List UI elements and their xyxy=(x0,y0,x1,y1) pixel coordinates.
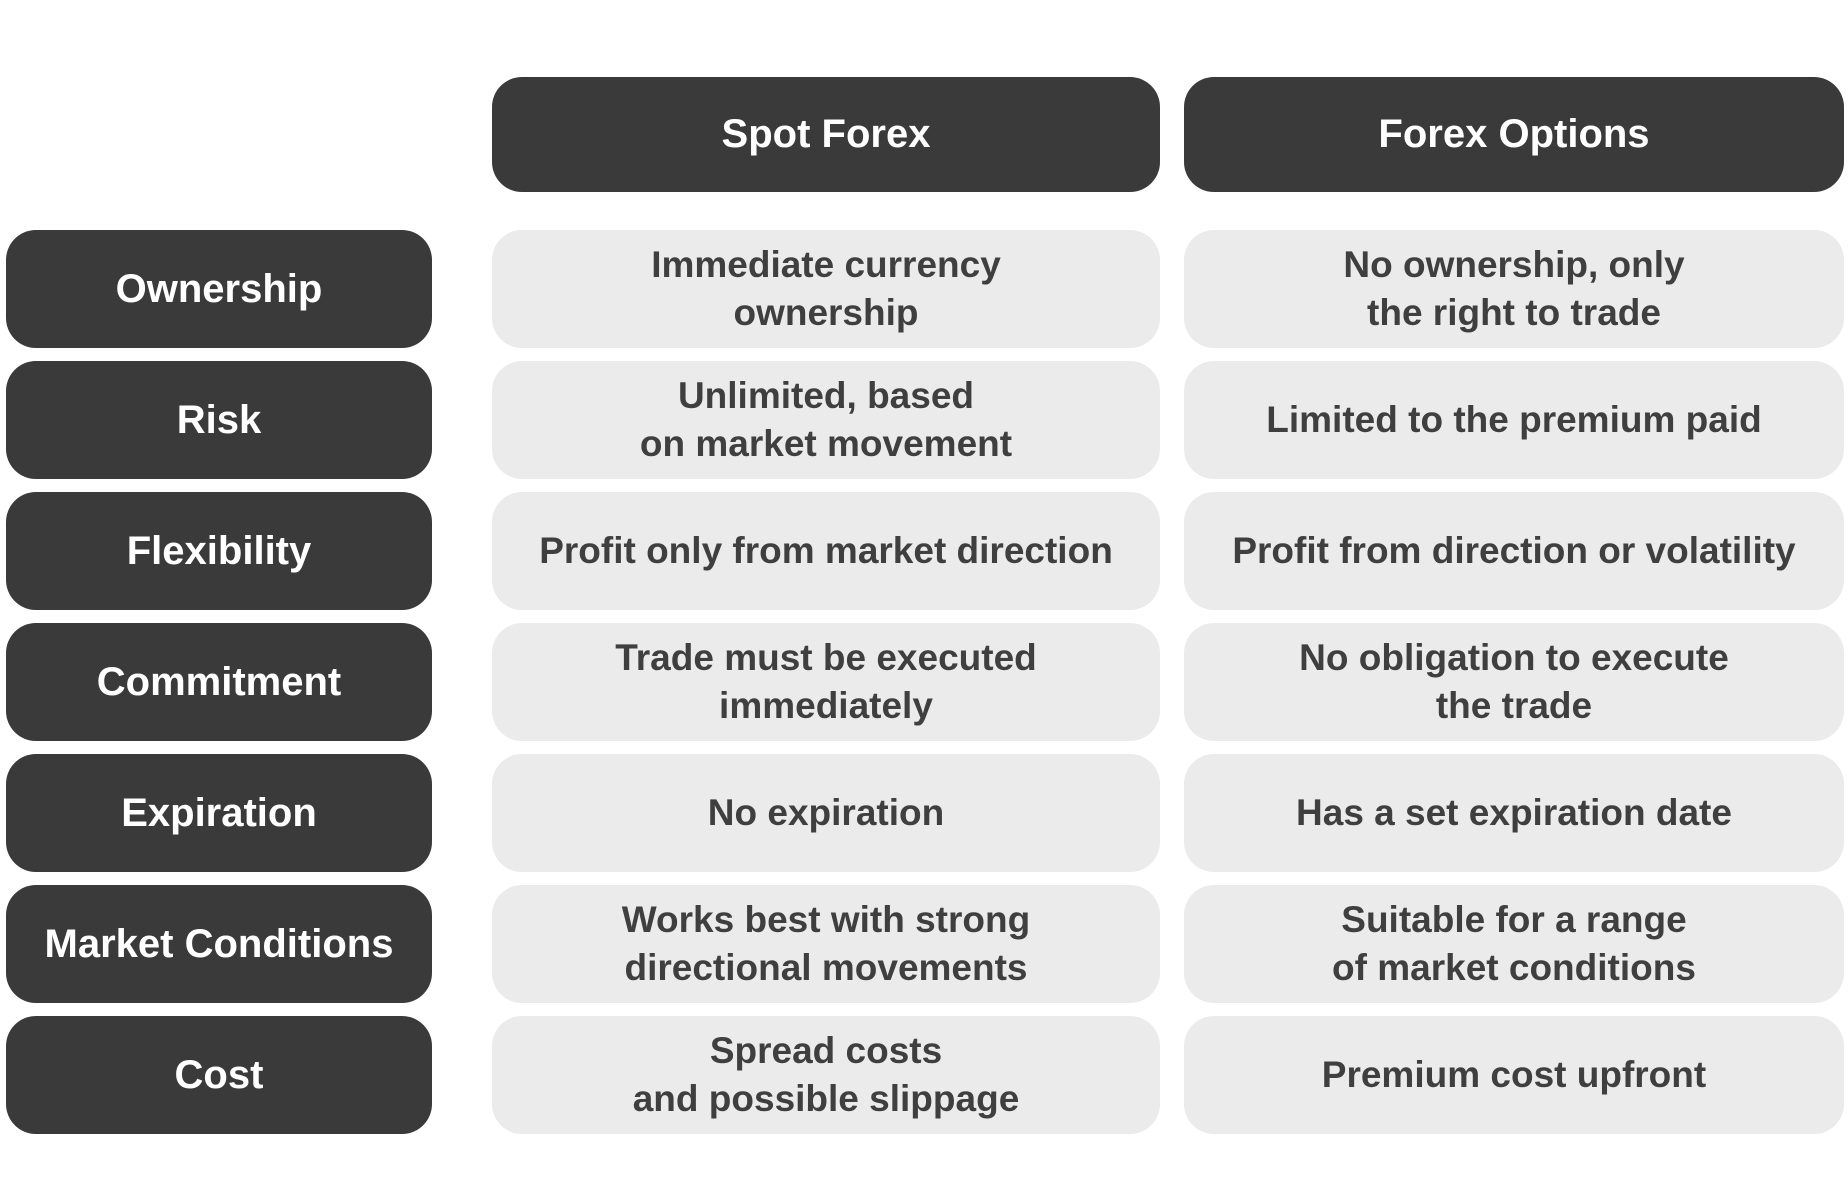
spot-forex-column: Spot Forex Immediate currency ownership … xyxy=(492,77,1160,1134)
row-label-commitment: Commitment xyxy=(6,623,432,741)
forex-options-column: Forex Options No ownership, only the rig… xyxy=(1184,77,1844,1134)
row-label-cost: Cost xyxy=(6,1016,432,1134)
row-labels-column: Ownership Risk Flexibility Commitment Ex… xyxy=(6,230,432,1134)
cell-cost-options: Premium cost upfront xyxy=(1184,1016,1844,1134)
cell-risk-options: Limited to the premium paid xyxy=(1184,361,1844,479)
row-label-risk: Risk xyxy=(6,361,432,479)
cell-expiration-options: Has a set expiration date xyxy=(1184,754,1844,872)
cell-market-conditions-options: Suitable for a range of market condition… xyxy=(1184,885,1844,1003)
row-label-ownership: Ownership xyxy=(6,230,432,348)
cell-ownership-options: No ownership, only the right to trade xyxy=(1184,230,1844,348)
column-header-options: Forex Options xyxy=(1184,77,1844,192)
column-header-spot: Spot Forex xyxy=(492,77,1160,192)
cell-risk-spot: Unlimited, based on market movement xyxy=(492,361,1160,479)
cell-cost-spot: Spread costs and possible slippage xyxy=(492,1016,1160,1134)
row-label-market-conditions: Market Conditions xyxy=(6,885,432,1003)
cell-flexibility-options: Profit from direction or volatility xyxy=(1184,492,1844,610)
row-label-flexibility: Flexibility xyxy=(6,492,432,610)
cell-market-conditions-spot: Works best with strong directional movem… xyxy=(492,885,1160,1003)
cell-expiration-spot: No expiration xyxy=(492,754,1160,872)
cell-commitment-options: No obligation to execute the trade xyxy=(1184,623,1844,741)
cell-ownership-spot: Immediate currency ownership xyxy=(492,230,1160,348)
cell-commitment-spot: Trade must be executed immediately xyxy=(492,623,1160,741)
cell-flexibility-spot: Profit only from market direction xyxy=(492,492,1160,610)
row-label-expiration: Expiration xyxy=(6,754,432,872)
